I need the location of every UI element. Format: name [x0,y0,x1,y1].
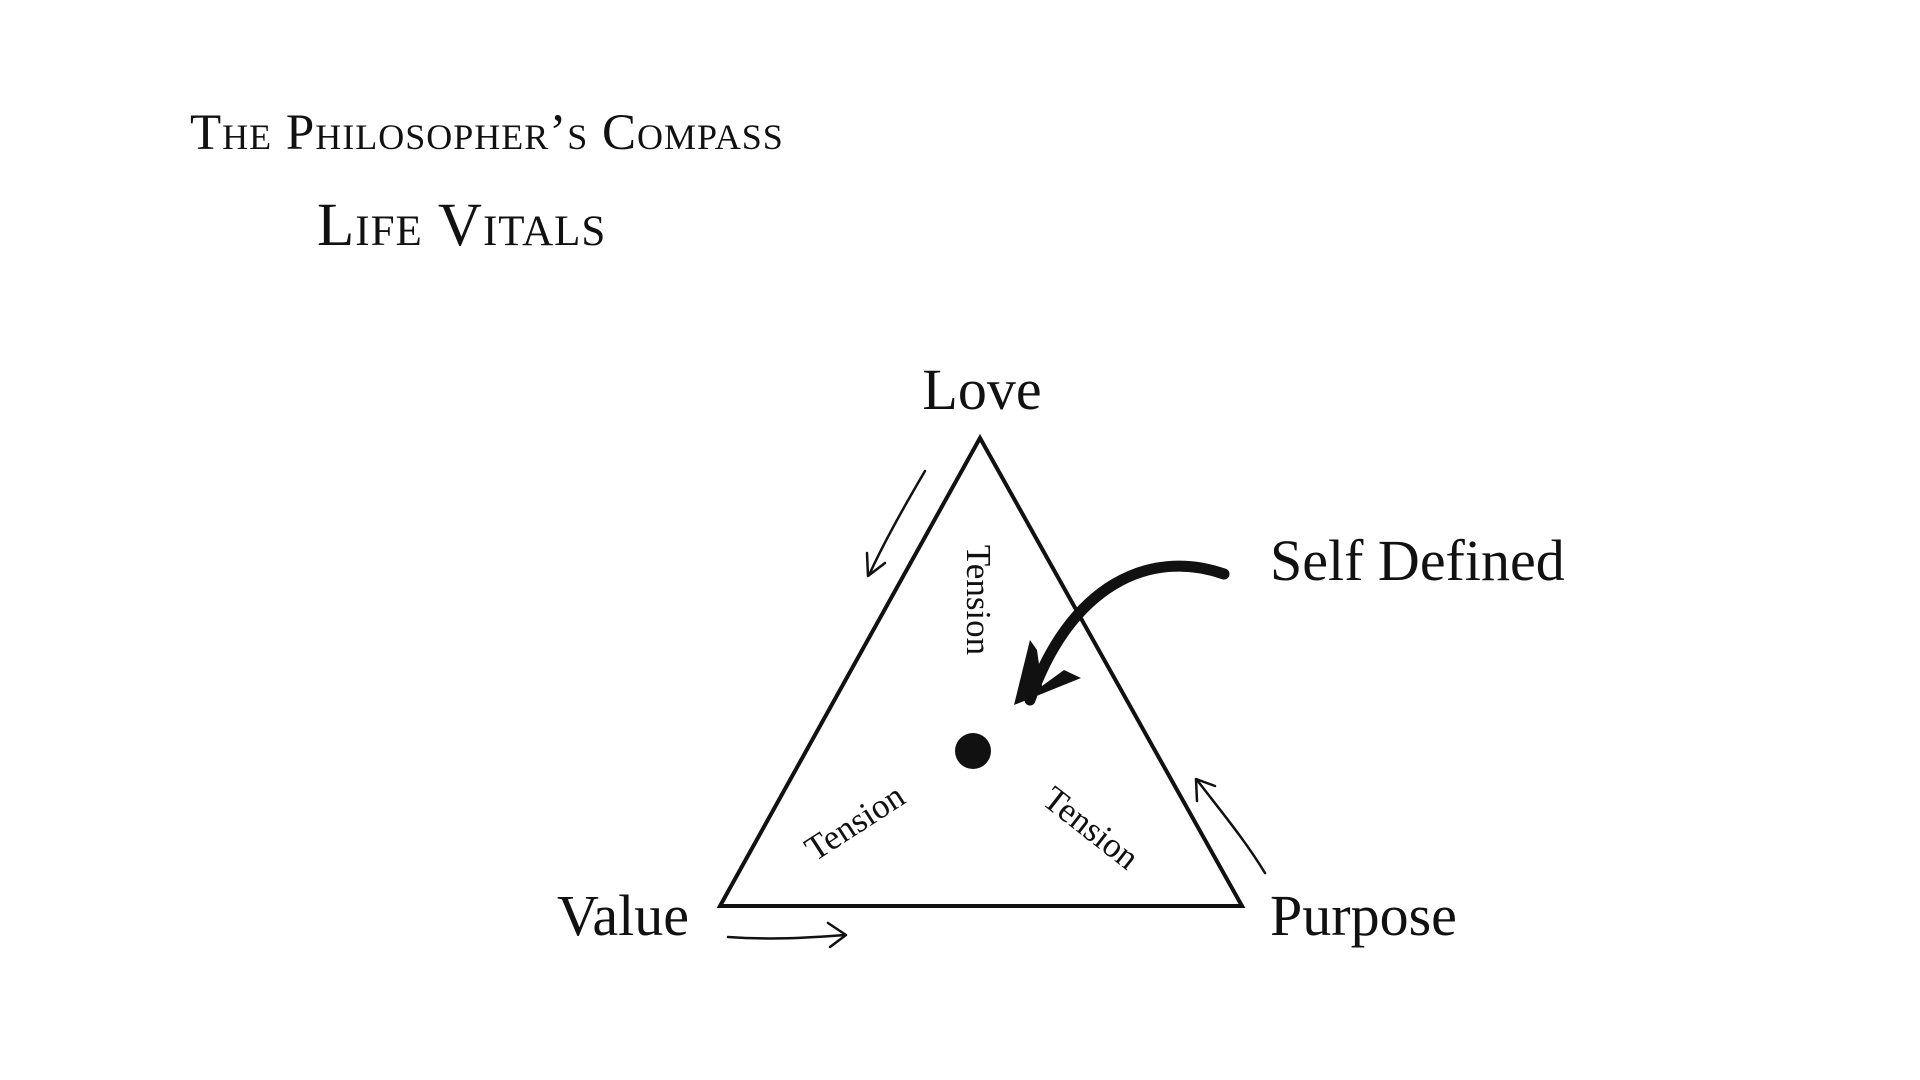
self-point [955,733,991,769]
tension-label-top: Tension [959,545,998,655]
vertex-label-love: Love [922,357,1041,422]
callout-label-self-defined: Self Defined [1270,528,1565,593]
tension-label-left: Tension [798,776,912,869]
flow-arrow-right-edge-icon [1194,777,1267,875]
flow-arrow-left-edge-icon [865,469,927,578]
page-subtitle: Life Vitals [317,192,607,259]
vertex-label-value: Value [557,883,689,948]
page-title: The Philosopher’s Compass [190,105,784,161]
callout-arrow-icon [1014,560,1230,706]
vitals-triangle [716,433,1246,908]
vertex-label-purpose: Purpose [1270,883,1457,948]
flow-arrow-bottom-edge-icon [726,921,848,949]
tension-label-right: Tension [1036,779,1147,878]
